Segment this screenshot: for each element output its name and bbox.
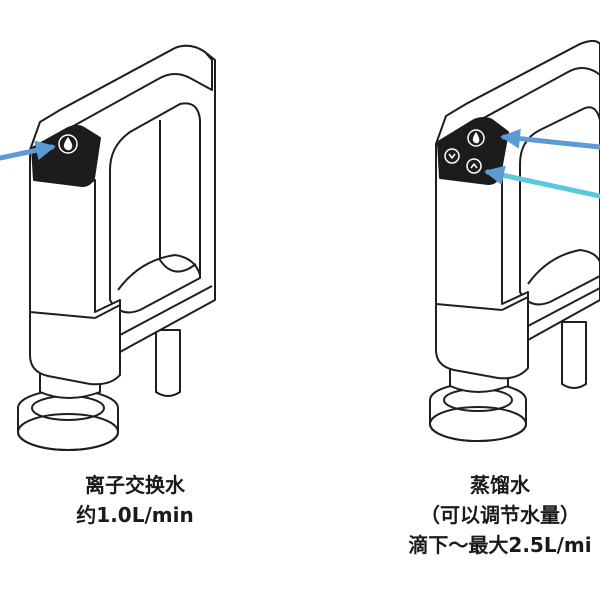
left-device-base [17,389,119,451]
left-device-opening [109,102,201,314]
right-caption: 蒸馏水 （可以调节水量） 滴下～最大2.5L/mi [370,470,600,560]
right-indicator-arrow-lower [484,165,600,199]
left-caption-flow: 约1.0L/min [76,503,194,527]
left-indicator-arrow [0,140,56,161]
left-device-seam-3 [119,285,213,336]
left-device-top-face [29,44,213,151]
right-caption-note: （可以调节水量） [420,503,580,527]
right-device-inner-bend [527,249,600,285]
left-device-rod [155,329,181,397]
right-device-opening [519,106,600,306]
right-device-seam-3 [527,287,600,327]
left-device-inner-tube [159,120,197,273]
down-arrow-icon[interactable] [444,148,460,164]
right-device-base [429,382,527,442]
left-caption: 离子交换水 约1.0L/min [0,470,270,530]
left-caption-title: 离子交换水 [85,473,185,497]
right-device-rod [561,321,587,389]
left-device-seam [29,311,96,319]
right-caption-title: 蒸馏水 [470,473,530,497]
right-indicator-arrow-upper [500,128,600,150]
left-device-seam-2 [94,304,121,319]
right-device-seam [435,303,503,311]
right-device-seam-2 [501,296,529,311]
right-caption-flow: 滴下～最大2.5L/mi [408,533,592,557]
left-device [17,44,216,451]
right-device [429,40,600,442]
distill-drop-icon[interactable] [467,129,485,147]
left-device-inner-bend [117,254,201,291]
left-device-column [29,149,121,386]
water-drop-icon[interactable] [58,134,78,154]
up-arrow-icon[interactable] [466,158,482,174]
right-device-column [435,143,529,380]
